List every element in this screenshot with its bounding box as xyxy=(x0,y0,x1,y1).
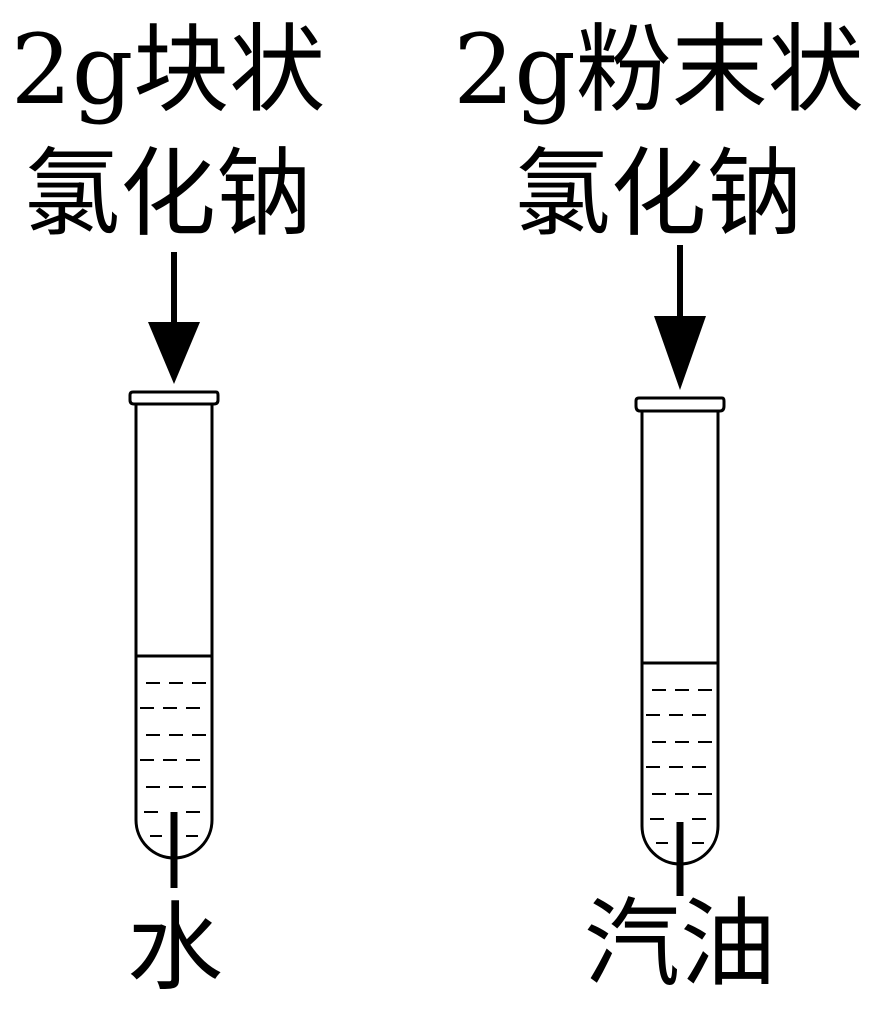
left-solid-label-line2: 氯化钠 xyxy=(24,138,312,250)
left-tube-rim xyxy=(128,390,220,406)
left-solid-label-line1: 2g块状 xyxy=(10,14,326,126)
left-liquid-label: 水 xyxy=(127,892,223,1004)
left-setup xyxy=(128,252,220,888)
right-liquid-dashes xyxy=(646,689,712,844)
left-arrow-head xyxy=(148,322,200,384)
right-solid-label-line2: 氯化钠 xyxy=(514,138,803,250)
left-test-tube xyxy=(128,390,220,888)
right-liquid-label: 汽油 xyxy=(584,888,776,1000)
right-tube-body xyxy=(640,411,720,866)
right-tube-rim xyxy=(634,396,726,413)
left-tube-body xyxy=(134,404,214,860)
right-setup xyxy=(634,245,726,896)
left-liquid-dashes xyxy=(140,682,206,837)
right-arrow-head xyxy=(654,316,706,390)
right-solid-label-line1: 2g粉末状 xyxy=(453,14,864,126)
right-test-tube xyxy=(634,396,726,896)
